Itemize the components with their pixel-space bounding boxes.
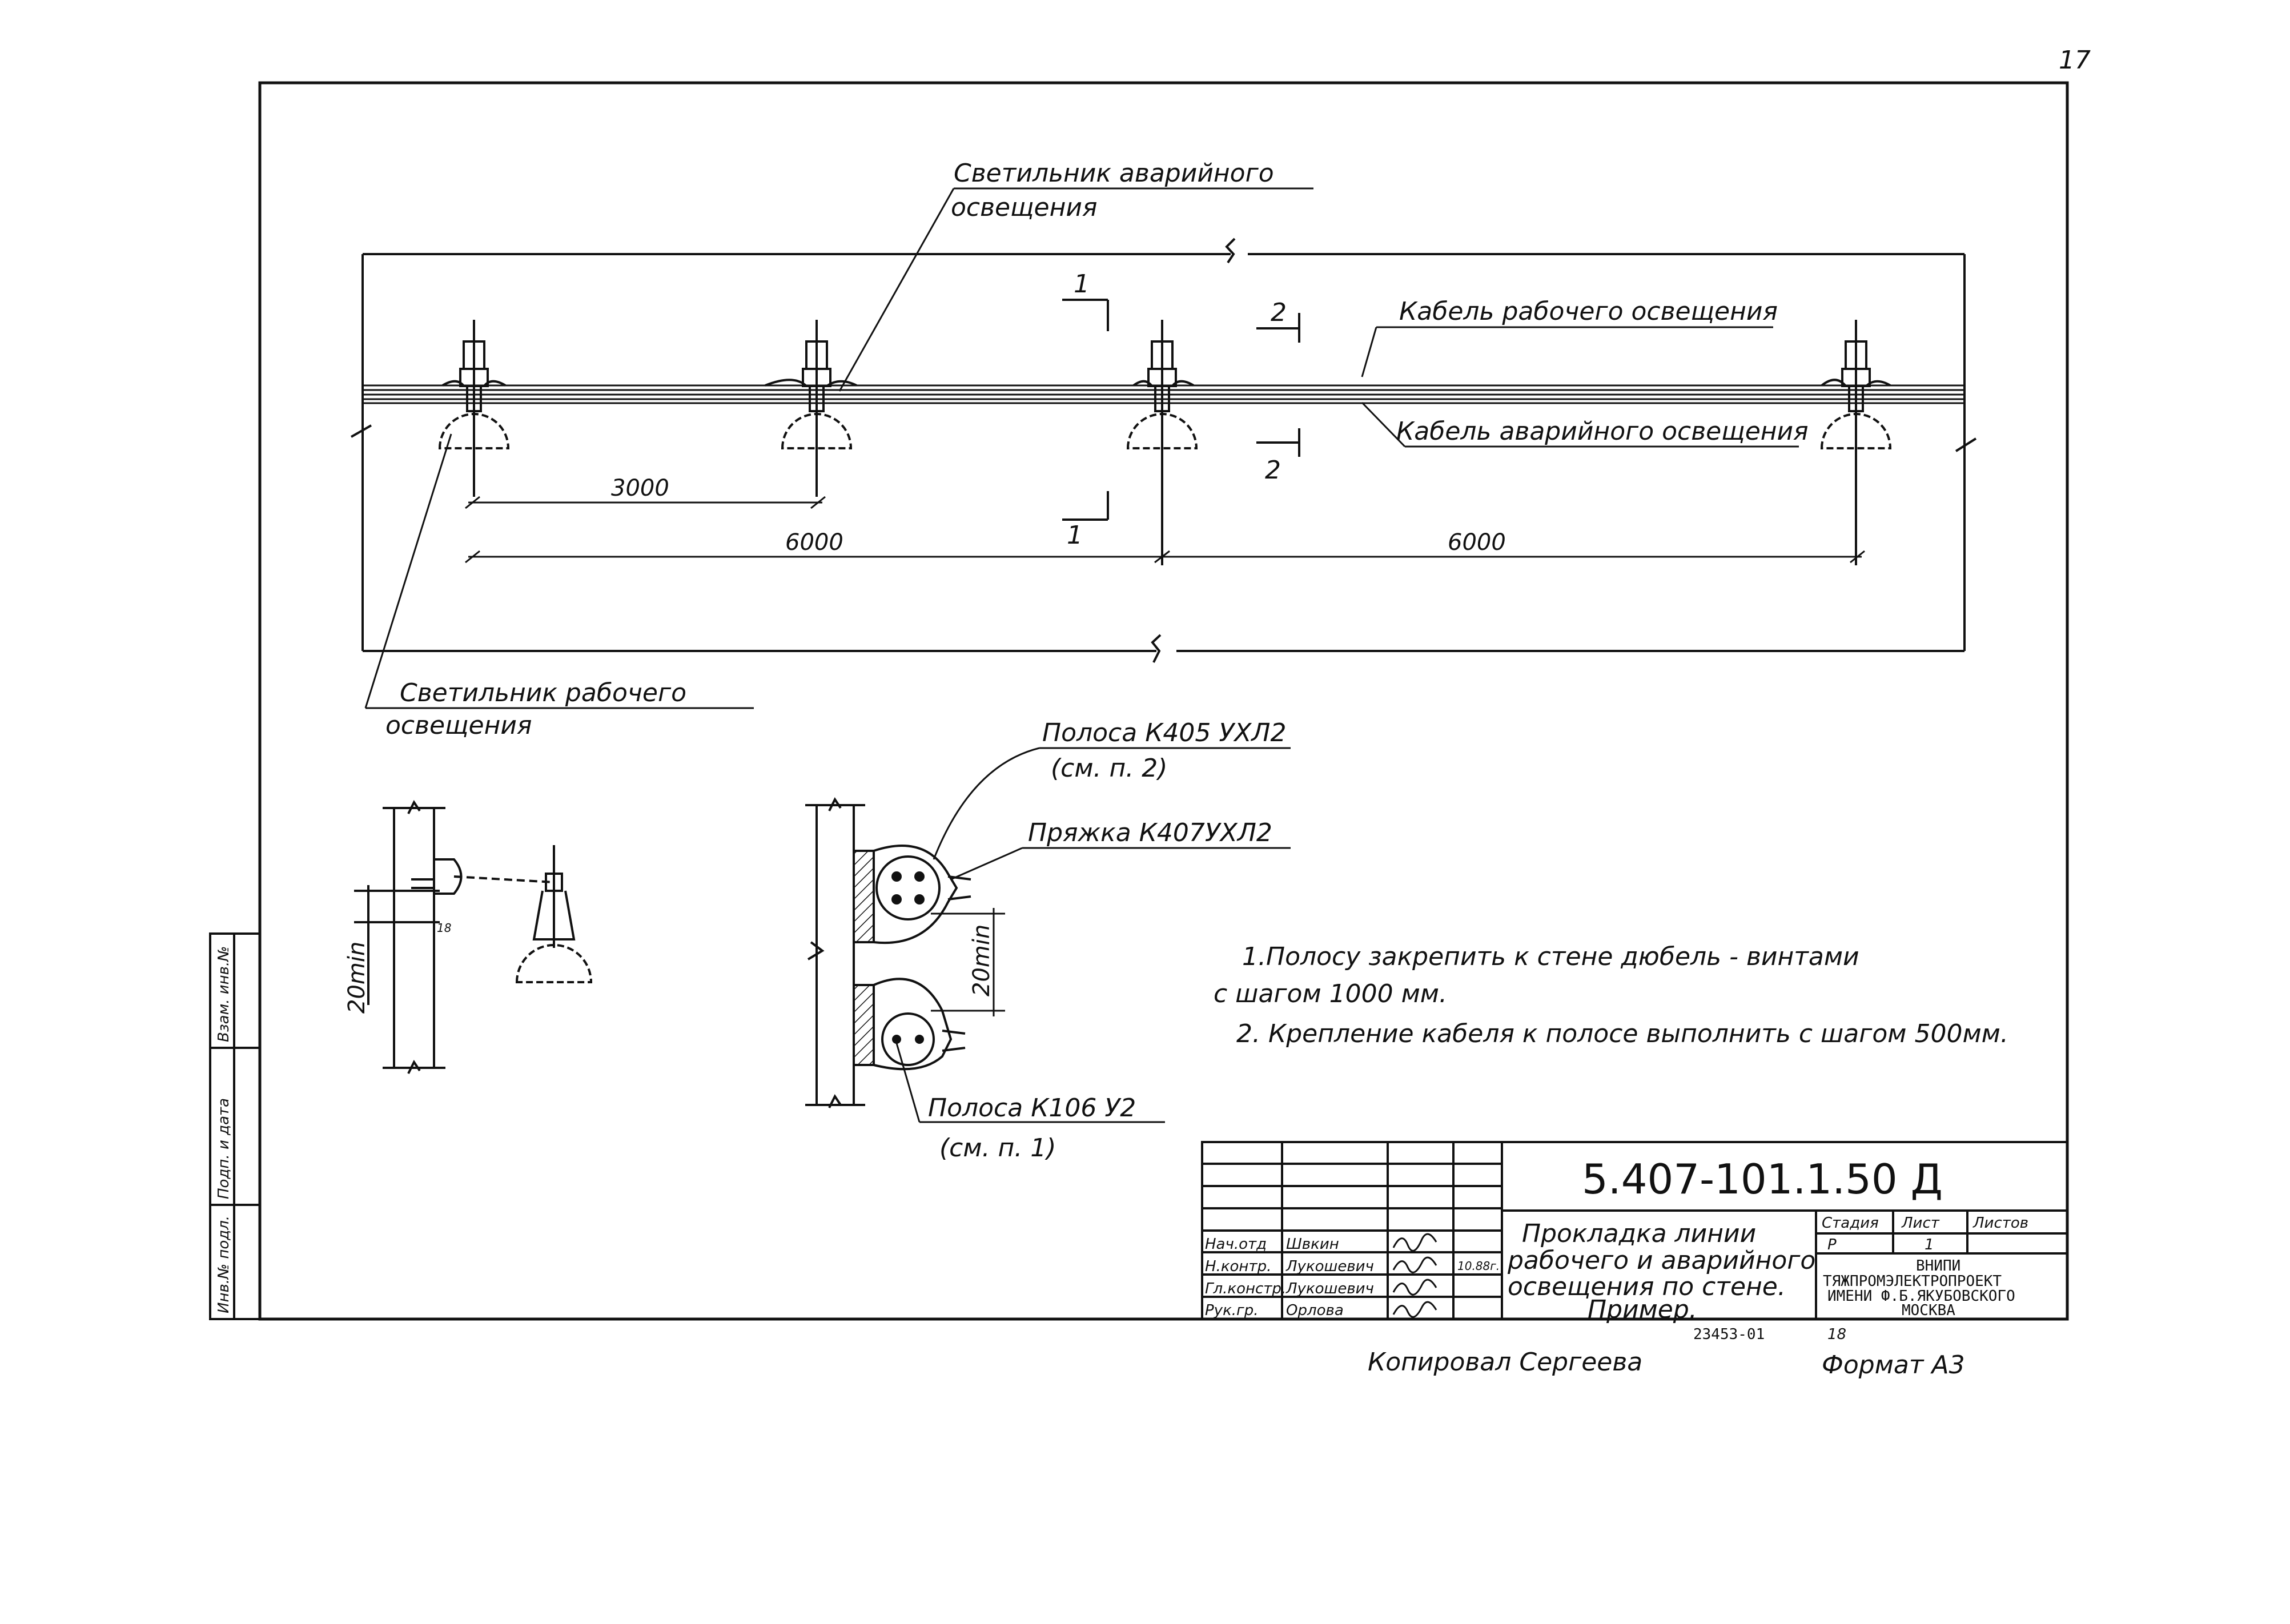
stamp-date-label: Подп. и дата <box>215 1098 232 1199</box>
stage-value: Р <box>1827 1236 1837 1253</box>
title-line-1: Прокладка линии <box>1522 1219 1756 1248</box>
cable-clamp-lower <box>873 978 966 1071</box>
col-sheets: Листов <box>1972 1215 2028 1232</box>
title-line-3: освещения по стене. <box>1508 1272 1786 1301</box>
strip-k405-hatched <box>853 850 875 943</box>
title-line-2: рабочего и аварийного <box>1507 1246 1815 1275</box>
section-view-1 <box>354 800 593 1074</box>
label-working-luminaire-2: освещения <box>385 711 532 740</box>
col-sheet: Лист <box>1901 1215 1940 1232</box>
leader-lines <box>364 187 1799 1123</box>
doc-code: 5.407-101.1.50 Д <box>1582 1155 1943 1203</box>
sig-date-2: 10.88г. <box>1457 1259 1500 1273</box>
stamp-replaced-label: Взам. инв.№ <box>215 946 232 1042</box>
luminaire-working-1 <box>438 320 510 497</box>
label-emergency-cable: Кабель аварийного освещения <box>1396 417 1809 446</box>
title-block-grid <box>1201 1141 2068 1320</box>
format-label: Формат А3 <box>1822 1350 1965 1380</box>
section-marks <box>1062 299 1300 521</box>
label-strip-k405-ref: (см. п. 2) <box>1051 754 1167 783</box>
note-2: 2. Крепление кабеля к полосе выполнить с… <box>1236 1019 2008 1048</box>
page-number: 17 <box>2059 46 2091 75</box>
signature-scribbles <box>1392 1233 1437 1318</box>
order-number: 23453-01 <box>1693 1326 1765 1343</box>
label-strip-k405: Полоса К405 УХЛ2 <box>1042 718 1286 747</box>
dimension-lines <box>465 496 1865 564</box>
dim-18: 18 <box>437 921 451 935</box>
side-stamp <box>209 932 261 1320</box>
label-emergency-luminaire-1: Светильник аварийного <box>954 159 1274 188</box>
org-line-2: ТЯЖПРОМЭЛЕКТРОПРОЕКТ <box>1823 1273 2002 1290</box>
note-1-line-2: с шагом 1000 мм. <box>1214 979 1447 1008</box>
front-view <box>351 238 1977 663</box>
sig-role-3: Гл.констр. <box>1205 1280 1286 1297</box>
col-stage: Стадия <box>1822 1215 1879 1232</box>
sig-name-4: Орлова <box>1286 1302 1344 1319</box>
dim-20min-left: 20min <box>344 942 370 1014</box>
note-1-line-1: 1.Полосу закрепить к стене дюбель - винт… <box>1242 942 1859 971</box>
org-line-1: ВНИПИ <box>1916 1257 1960 1275</box>
section-1-bottom: 1 <box>1067 521 1083 550</box>
cable-cores-upper <box>891 871 925 905</box>
sig-role-4: Рук.гр. <box>1205 1302 1258 1319</box>
luminaire-working-2 <box>1126 320 1198 565</box>
dim-20min-right-lines <box>931 908 1005 1016</box>
label-working-cable: Кабель рабочего освещения <box>1399 297 1778 326</box>
dim-6000-left: 6000 <box>785 529 843 556</box>
title-line-4: Пример. <box>1588 1295 1697 1324</box>
copied-by: Копировал Сергеева <box>1368 1348 1642 1377</box>
sig-name-1: Швкин <box>1286 1236 1339 1253</box>
label-strip-k106: Полоса К106 У2 <box>928 1094 1136 1123</box>
label-buckle-k407: Пряжка К407УХЛ2 <box>1028 818 1272 847</box>
label-strip-k106-ref: (см. п. 1) <box>939 1133 1056 1163</box>
stamp-inv-label: Инв.№ подл. <box>215 1216 232 1313</box>
section-1-top: 1 <box>1074 270 1090 299</box>
label-working-luminaire-1: Светильник рабочего <box>400 678 686 708</box>
cable-clamp-upper <box>873 845 971 944</box>
sig-name-2: Лукошевич <box>1285 1258 1374 1275</box>
sig-role-2: Н.контр. <box>1205 1258 1271 1275</box>
dim-3000: 3000 <box>611 475 669 501</box>
cable-cores-lower <box>892 1035 924 1044</box>
label-emergency-luminaire-2: освещения <box>951 193 1097 222</box>
luminaire-emergency-1 <box>765 320 857 497</box>
signature-rows: Нач.отд Швкин Н.контр. Лукошевич 10.88г.… <box>1205 1236 1500 1319</box>
dim-20min-right: 20min <box>969 924 995 996</box>
section-2-top: 2 <box>1271 298 1287 327</box>
drawing-frame <box>258 81 2069 1321</box>
sig-name-3: Лукошевич <box>1285 1280 1374 1297</box>
org-line-4: МОСКВА <box>1902 1302 1955 1319</box>
strip-k106-hatched <box>853 984 875 1066</box>
dim-6000-right: 6000 <box>1448 529 1506 556</box>
sheet-ref: 18 <box>1827 1326 1846 1343</box>
luminaire-emergency-2 <box>1820 320 1892 565</box>
section-2-bottom: 2 <box>1265 456 1281 485</box>
cable-bundle <box>363 384 1964 404</box>
org-line-3: ИМЕНИ Ф.Б.ЯКУБОВСКОГО <box>1827 1288 2015 1305</box>
sheet-value: 1 <box>1925 1236 1934 1253</box>
sig-role-1: Нач.отд <box>1205 1236 1267 1253</box>
